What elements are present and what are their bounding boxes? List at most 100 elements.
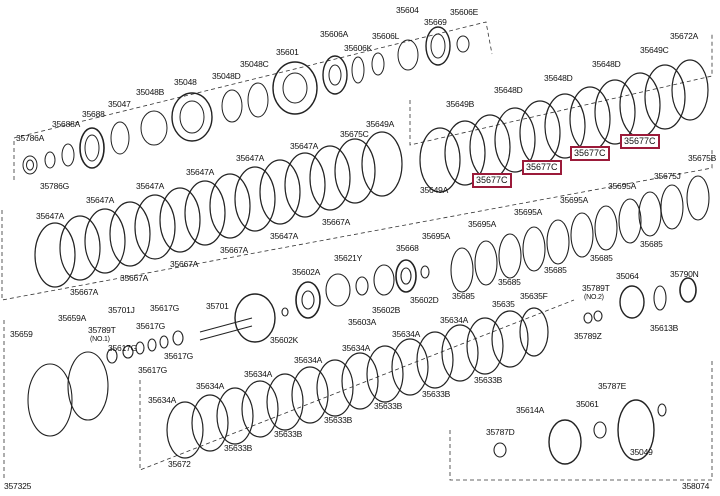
footer-left-code: 357325	[4, 481, 32, 491]
part-label: 35633B	[474, 375, 503, 385]
part-label: 35617G	[138, 365, 168, 375]
part-label: 35606K	[344, 43, 373, 53]
part-label: 35633B	[422, 389, 451, 399]
part-label: 35649A	[420, 185, 449, 195]
row4-center-parts	[199, 259, 430, 343]
part-label: 35635	[492, 299, 515, 309]
part-label: 35048B	[136, 87, 165, 97]
part-label: 35685	[590, 253, 613, 263]
row1-rings	[22, 26, 470, 175]
part-label: 35787D	[486, 427, 515, 437]
part-label: 35669	[424, 17, 447, 27]
highlighted-part-label[interactable]: 35677C	[570, 146, 610, 161]
part-label: 35695A	[560, 195, 589, 205]
part-label: 35647A	[36, 211, 65, 221]
part-label: 35685	[498, 277, 521, 287]
part-label: 35633B	[374, 401, 403, 411]
part-label: 35603A	[348, 317, 377, 327]
part-label: 35647A	[236, 153, 265, 163]
part-label: 35633B	[324, 415, 353, 425]
part-label: 35064	[616, 271, 639, 281]
part-label: 35617G	[150, 303, 180, 313]
part-label: 35675B	[688, 153, 717, 163]
part-label: 35701J	[108, 305, 135, 315]
part-label: 35647A	[270, 231, 299, 241]
part-label: 35667A	[170, 259, 199, 269]
row3-rings	[34, 131, 403, 288]
part-label: 35789Z	[574, 331, 602, 341]
group-frames	[1, 21, 713, 481]
highlighted-part-label[interactable]: 35677C	[472, 173, 512, 188]
part-label: 35685	[452, 291, 475, 301]
part-label: 35049	[630, 447, 653, 457]
part-label: 35668	[396, 243, 419, 253]
part-label: 35672	[168, 459, 191, 469]
row5-rings	[166, 307, 549, 459]
row4-rings	[450, 175, 710, 293]
part-label: 35634A	[294, 355, 323, 365]
part-label: 35606L	[372, 31, 400, 41]
part-label: 35659	[10, 329, 33, 339]
part-label: 35790N	[670, 269, 699, 279]
part-label: 35787E	[598, 381, 627, 391]
part-label: 35602K	[270, 335, 299, 345]
part-label: 35667A	[220, 245, 249, 255]
part-label: 35606A	[320, 29, 349, 39]
part-label: 35786G	[40, 181, 70, 191]
part-label: 35048D	[212, 71, 241, 81]
part-label: 35649C	[640, 45, 669, 55]
part-label: 35647A	[290, 141, 319, 151]
part-label: 35602B	[372, 305, 401, 315]
part-label: 35695A	[422, 231, 451, 241]
part-label: 35602D	[410, 295, 439, 305]
part-label: 35617G	[164, 351, 194, 361]
part-label: 35633B	[274, 429, 303, 439]
part-label: 35695A	[608, 181, 637, 191]
bottom-right-parts	[493, 277, 697, 465]
part-label: 35617G	[108, 343, 138, 353]
row5-left-parts	[27, 330, 184, 437]
part-label: 35789T	[582, 283, 610, 293]
part-label: 35048C	[240, 59, 269, 69]
part-label: 35048	[174, 77, 197, 87]
part-label: 35667A	[322, 217, 351, 227]
highlighted-part-label[interactable]: 35677C	[620, 134, 660, 149]
part-label: 35695A	[468, 219, 497, 229]
part-label: 35675C	[340, 129, 369, 139]
part-label: 35672A	[670, 31, 699, 41]
part-label: 35614A	[516, 405, 545, 415]
part-label: 35685	[640, 239, 663, 249]
part-label: 35786A	[16, 133, 45, 143]
part-label: 35647A	[186, 167, 215, 177]
part-label: 35061	[576, 399, 599, 409]
part-label: 35634A	[440, 315, 469, 325]
part-label: 35659A	[58, 313, 87, 323]
part-label: 35634A	[342, 343, 371, 353]
part-label: 35621Y	[334, 253, 363, 263]
part-label: 35667A	[70, 287, 99, 297]
part-label: 35789T	[88, 325, 116, 335]
part-label: 35634A	[148, 395, 177, 405]
part-label: 35635F	[520, 291, 548, 301]
part-label: 35688	[82, 109, 105, 119]
part-label: 35701	[206, 301, 229, 311]
part-label: 35606E	[450, 7, 479, 17]
part-label-note: (NO.1)	[90, 336, 110, 343]
part-label-note: (NO.2)	[584, 294, 604, 301]
part-label: 35634A	[196, 381, 225, 391]
part-label: 35648D	[592, 59, 621, 69]
part-label: 35695A	[514, 207, 543, 217]
part-label: 35601	[276, 47, 299, 57]
row2-right-rings	[419, 59, 709, 193]
part-label: 35685	[544, 265, 567, 275]
part-label: 35613B	[650, 323, 679, 333]
highlighted-part-label[interactable]: 35677C	[522, 160, 562, 175]
part-label: 35649A	[366, 119, 395, 129]
part-label: 35649B	[446, 99, 475, 109]
part-label: 35688A	[52, 119, 81, 129]
part-label: 35617G	[136, 321, 166, 331]
part-label: 35047	[108, 99, 131, 109]
part-label: 35634A	[392, 329, 421, 339]
part-label: 35675J	[654, 171, 681, 181]
